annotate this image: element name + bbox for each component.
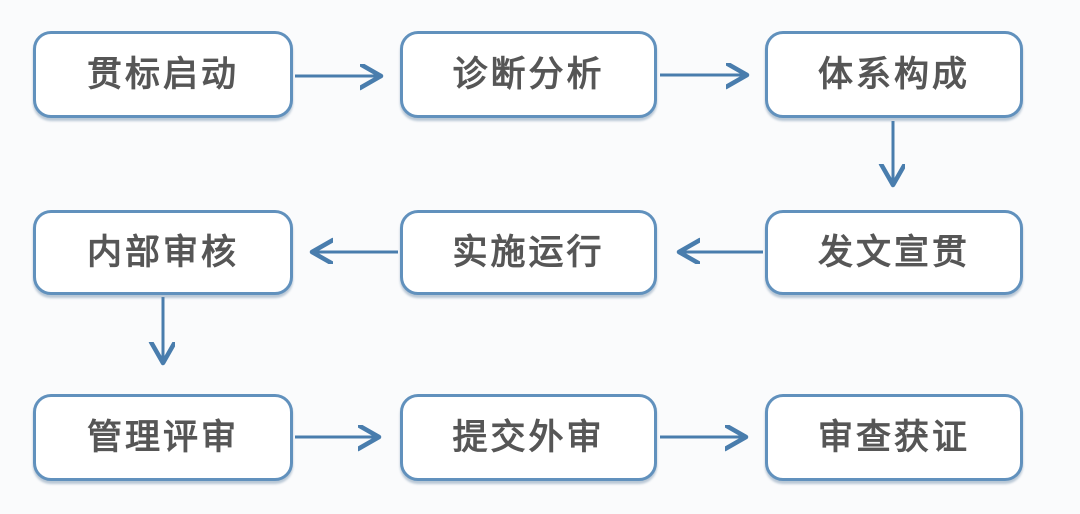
flow-node-external-audit: 提交外审 [400,394,657,481]
flow-node-certification-label: 审查获证 [817,418,970,457]
flow-node-start: 贯标启动 [33,31,293,118]
flow-node-system-build-label: 体系构成 [817,55,970,94]
flow-node-management-review-label: 管理评审 [86,418,239,457]
flow-node-implement-run: 实施运行 [400,210,657,295]
flow-node-diagnosis-label: 诊断分析 [452,55,605,94]
flow-node-internal-audit-label: 内部审核 [86,233,239,272]
flow-node-internal-audit: 内部审核 [33,210,293,295]
flow-node-system-build: 体系构成 [765,31,1023,118]
flow-node-publish-promote: 发文宣贯 [765,210,1023,295]
flow-node-external-audit-label: 提交外审 [452,418,605,457]
flow-node-management-review: 管理评审 [33,394,293,481]
flow-node-diagnosis: 诊断分析 [400,31,657,118]
flow-node-implement-run-label: 实施运行 [452,233,605,272]
flow-node-publish-promote-label: 发文宣贯 [817,233,970,272]
flow-node-certification: 审查获证 [765,394,1023,481]
flow-node-start-label: 贯标启动 [86,55,239,94]
